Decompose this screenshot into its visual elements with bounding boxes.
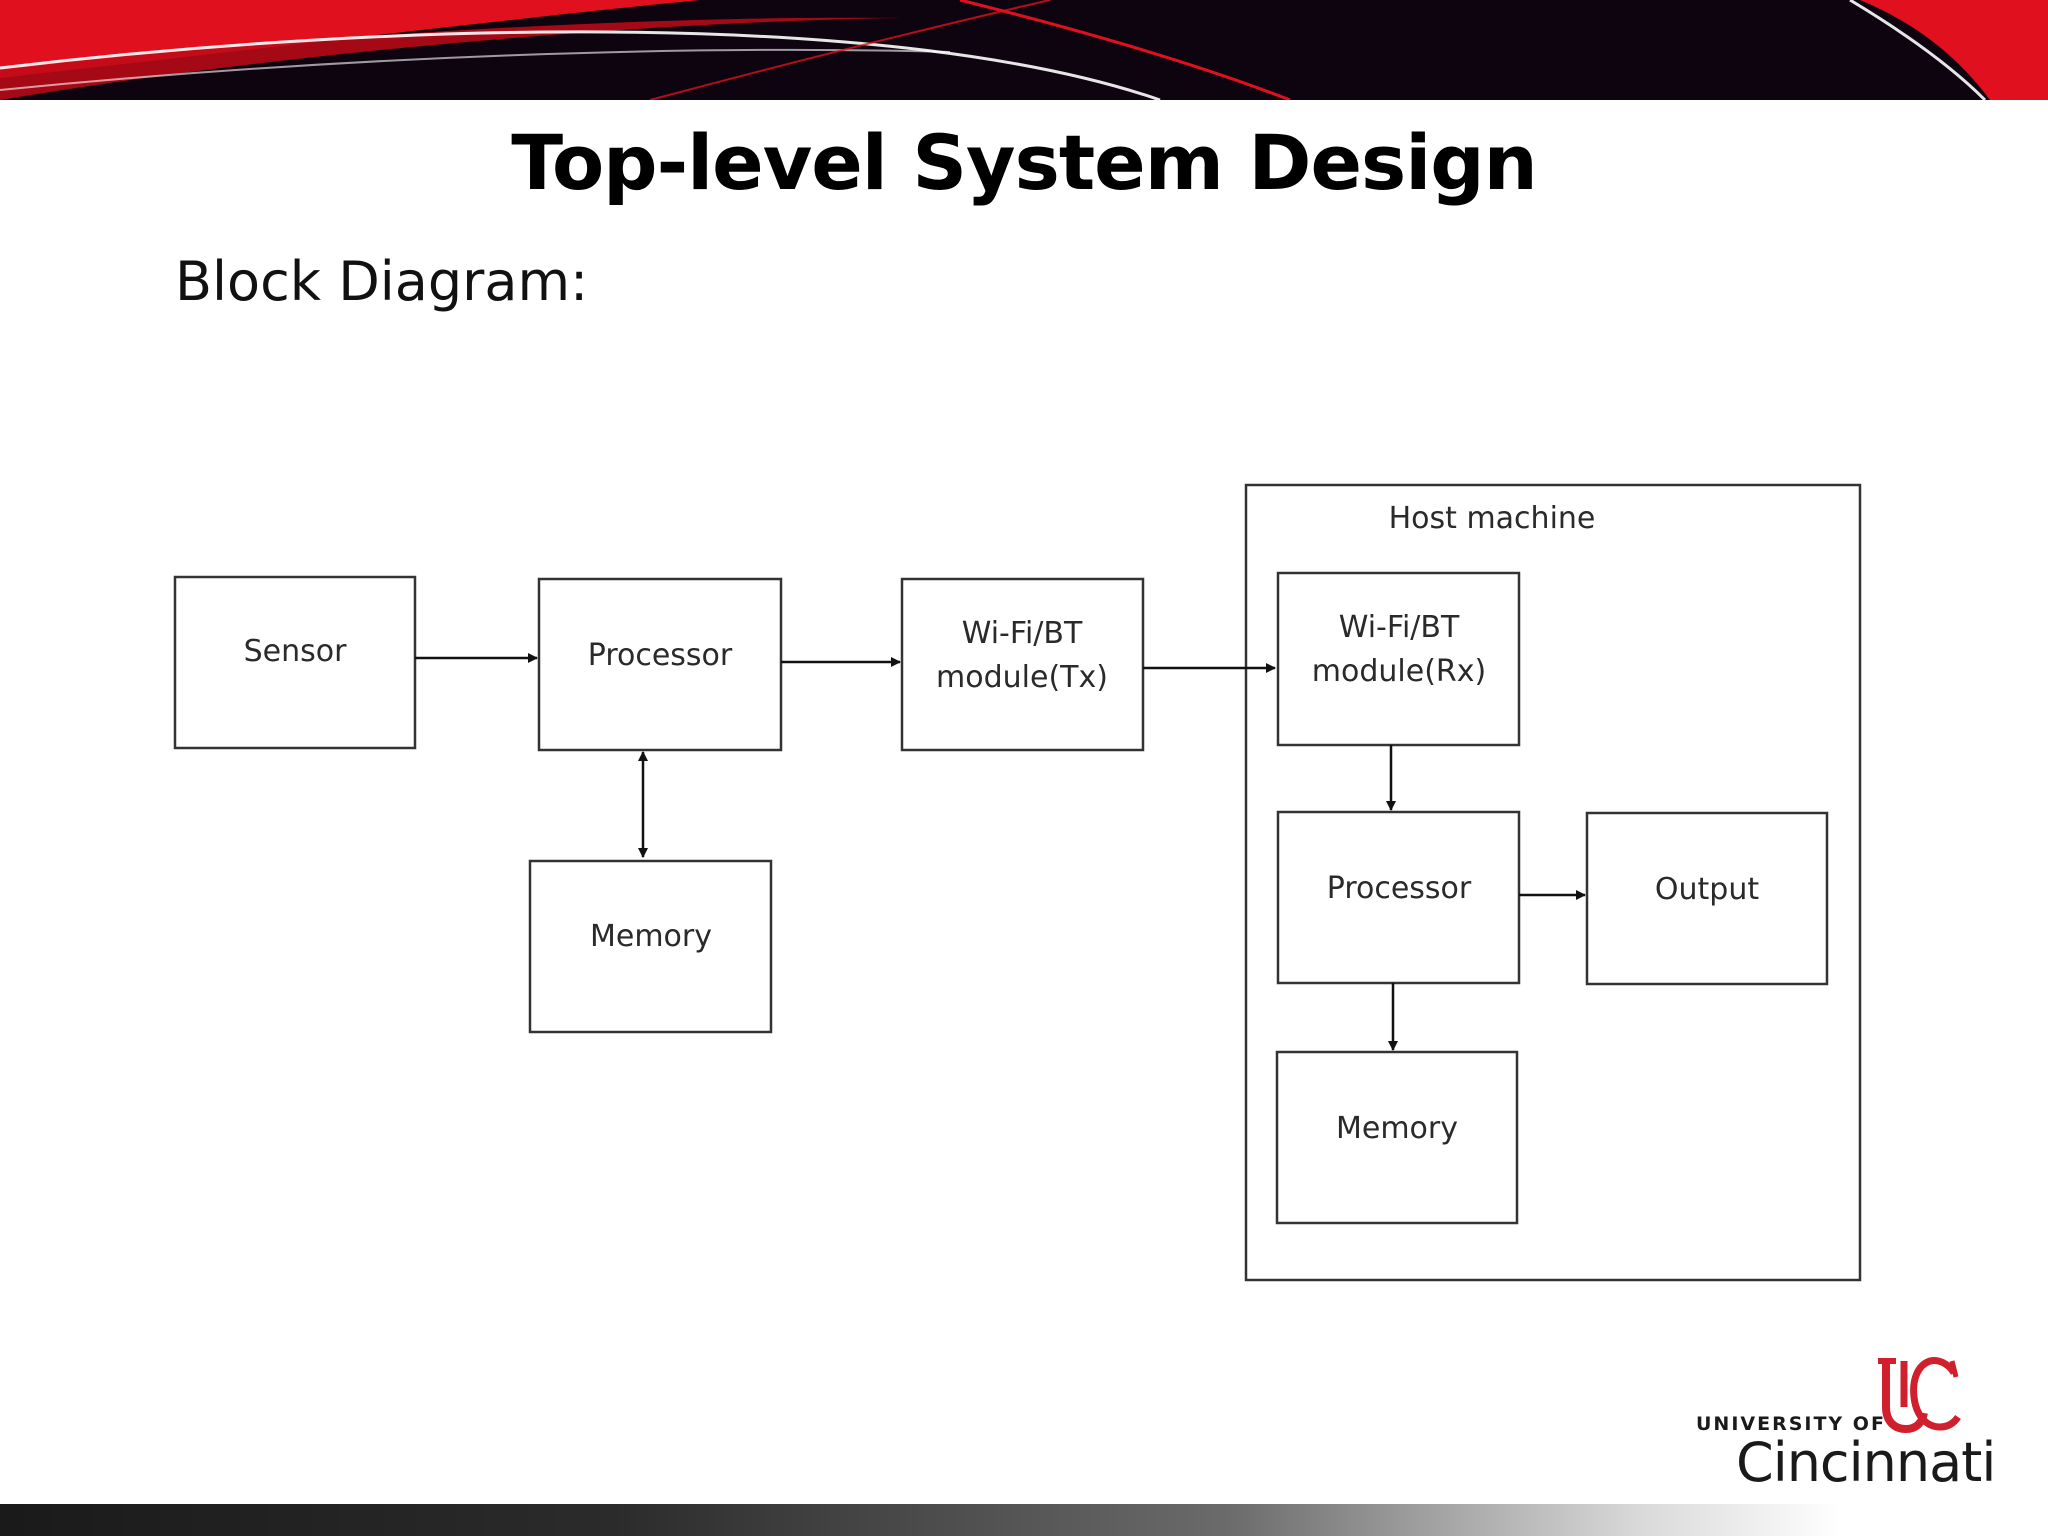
wifi-rx-node: Wi-Fi/BT module(Rx) [1276, 571, 1521, 747]
sensor-node: Sensor [173, 575, 417, 750]
wifi-tx-label-line2: module(Tx) [936, 660, 1108, 695]
wifi-tx-label-line1: Wi-Fi/BT [962, 616, 1083, 651]
processor-rx-label: Processor [1327, 871, 1472, 906]
processor-tx-label: Processor [588, 638, 733, 673]
logo-text-cincinnati: Cincinnati [1736, 1431, 1996, 1494]
sensor-label: Sensor [244, 634, 347, 669]
output-node: Output [1585, 811, 1829, 986]
uc-logo-icon [1878, 1357, 1961, 1434]
wifi-rx-label-line2: module(Rx) [1312, 654, 1486, 689]
wifi-rx-label-line1: Wi-Fi/BT [1339, 610, 1460, 645]
memory-rx-label: Memory [1336, 1111, 1458, 1146]
university-logo: UNIVERSITY OF Cincinnati [1690, 1355, 1996, 1495]
wifi-tx-node: Wi-Fi/BT module(Tx) [900, 577, 1145, 752]
memory-tx-label: Memory [590, 919, 712, 954]
host-machine-label: Host machine [1389, 501, 1596, 536]
logo-text-university-of: UNIVERSITY OF [1696, 1413, 1886, 1435]
host-machine-container: Host machine [1244, 483, 1862, 1282]
slide-title: Top-level System Design [511, 118, 1538, 207]
slide-subtitle: Block Diagram: [175, 250, 589, 313]
processor-tx-node: Processor [537, 577, 783, 752]
processor-rx-node: Processor [1276, 810, 1521, 985]
header-banner [0, 0, 2048, 100]
memory-rx-node: Memory [1275, 1050, 1519, 1225]
memory-tx-node: Memory [528, 859, 773, 1034]
output-label: Output [1655, 872, 1759, 907]
footer-bar [0, 1504, 2048, 1536]
